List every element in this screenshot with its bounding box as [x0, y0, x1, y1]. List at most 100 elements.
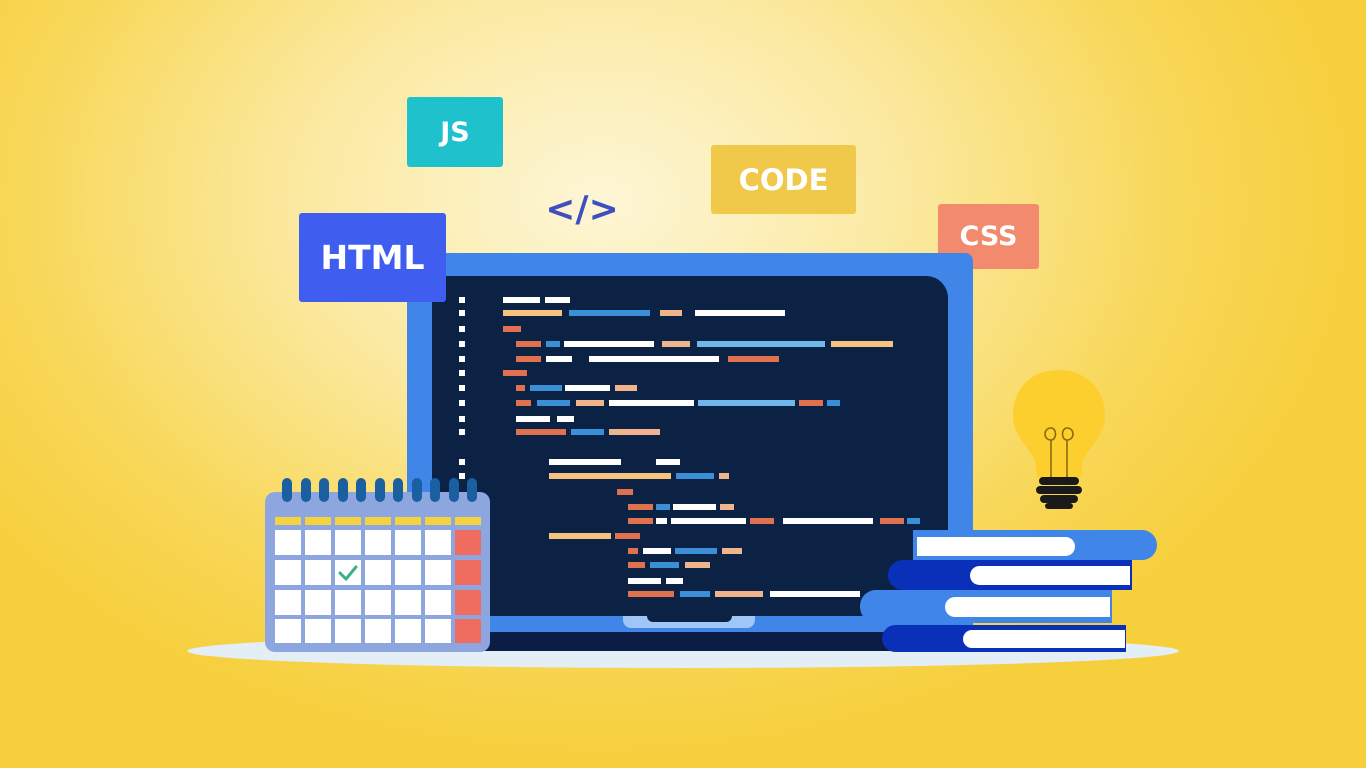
- code-bar: [503, 310, 562, 316]
- calendar-day-cell: [335, 619, 361, 643]
- calendar-ring: [356, 478, 366, 502]
- calendar-day-cell: [395, 590, 421, 615]
- line-marker: [459, 416, 465, 422]
- code-bar: [516, 341, 541, 347]
- calendar-ring: [282, 478, 292, 502]
- lightbulb-icon: [1013, 370, 1105, 509]
- calendar-header-cell: [455, 517, 481, 525]
- code-bar: [503, 370, 527, 376]
- calendar-day-cell: [275, 619, 301, 643]
- code-bar: [656, 504, 670, 510]
- laptop-base-bottom: [407, 632, 973, 651]
- js-label: JS: [440, 116, 470, 148]
- code-bar: [728, 356, 779, 362]
- calendar-day-cell: [365, 590, 391, 615]
- code-bar: [666, 578, 683, 584]
- calendar-header-cell: [335, 517, 361, 525]
- code-bar: [697, 341, 825, 347]
- book-pages: [970, 566, 1130, 585]
- calendar-day-cell: [365, 530, 391, 555]
- code-brackets-icon: </>: [545, 189, 619, 230]
- code-bar: [565, 385, 610, 391]
- calendar-day-cell: [305, 560, 331, 585]
- code-bar: [671, 518, 746, 524]
- code-bar: [516, 429, 566, 435]
- code-bar: [516, 416, 550, 422]
- code-bar: [589, 356, 719, 362]
- code-bar: [628, 591, 674, 597]
- book-pages: [963, 630, 1125, 648]
- code-bar: [516, 400, 531, 406]
- calendar-header-cell: [425, 517, 451, 525]
- calendar-day-cell: [455, 530, 481, 555]
- calendar-day-cell: [275, 530, 301, 555]
- code-bar: [615, 533, 640, 539]
- calendar-ring: [319, 478, 329, 502]
- calendar-day-cell: [455, 619, 481, 643]
- code-bar: [557, 416, 574, 422]
- code-bar: [715, 591, 763, 597]
- code-bar: [628, 578, 661, 584]
- code-bar: [516, 356, 541, 362]
- js-tag: JS: [407, 97, 503, 167]
- code-bar: [516, 385, 525, 391]
- book-pages: [945, 597, 1110, 617]
- code-bar: [880, 518, 904, 524]
- code-bar: [660, 310, 682, 316]
- code-bar: [549, 459, 621, 465]
- calendar-day-cell: [365, 560, 391, 585]
- calendar-header-cell: [365, 517, 391, 525]
- code-bar: [628, 562, 645, 568]
- code-bar: [770, 591, 860, 597]
- calendar-ring: [393, 478, 403, 502]
- code-bar: [675, 548, 717, 554]
- code-bar: [628, 504, 653, 510]
- code-bar: [827, 400, 840, 406]
- calendar-day-cell: [305, 619, 331, 643]
- code-bar: [695, 310, 785, 316]
- code-label: CODE: [738, 162, 829, 197]
- html-tag: HTML: [299, 213, 446, 302]
- code-bar: [503, 326, 521, 332]
- code-bar: [628, 548, 638, 554]
- calendar-ring: [300, 478, 311, 502]
- calendar-header-cell: [305, 517, 331, 525]
- calendar-day-cell: [425, 619, 451, 643]
- line-marker: [459, 326, 465, 332]
- laptop-notch-inner: [647, 616, 732, 622]
- calendar-day-cell: [395, 619, 421, 643]
- calendar-header-cell: [275, 517, 301, 525]
- calendar-day-cell: [305, 590, 331, 615]
- code-bar: [656, 459, 680, 465]
- html-label: HTML: [320, 238, 425, 277]
- code-bar: [680, 591, 710, 597]
- code-bar: [546, 356, 572, 362]
- calendar-day-cell: [425, 530, 451, 555]
- calendar-day-cell: [365, 619, 391, 643]
- code-bar: [628, 518, 653, 524]
- line-marker: [459, 356, 465, 362]
- code-bar: [615, 385, 637, 391]
- book-pages: [917, 537, 1075, 556]
- code-bar: [503, 297, 540, 303]
- code-bar: [569, 310, 650, 316]
- css-label: CSS: [959, 221, 1018, 252]
- line-marker: [459, 310, 465, 316]
- line-marker: [459, 297, 465, 303]
- calendar-day-cell: [275, 590, 301, 615]
- code-tag: CODE: [711, 145, 856, 214]
- calendar-day-cell: [305, 530, 331, 555]
- code-bar: [673, 504, 716, 510]
- code-bar: [750, 518, 774, 524]
- calendar-day-cell: [455, 560, 481, 585]
- calendar-header-cell: [395, 517, 421, 525]
- calendar-day-cell: [425, 560, 451, 585]
- line-marker: [459, 341, 465, 347]
- code-bar: [719, 473, 729, 479]
- line-marker: [459, 459, 465, 465]
- calendar-day-cell: [425, 590, 451, 615]
- code-bar: [549, 473, 671, 479]
- line-marker: [459, 385, 465, 391]
- code-bar: [907, 518, 920, 524]
- code-bar: [656, 518, 667, 524]
